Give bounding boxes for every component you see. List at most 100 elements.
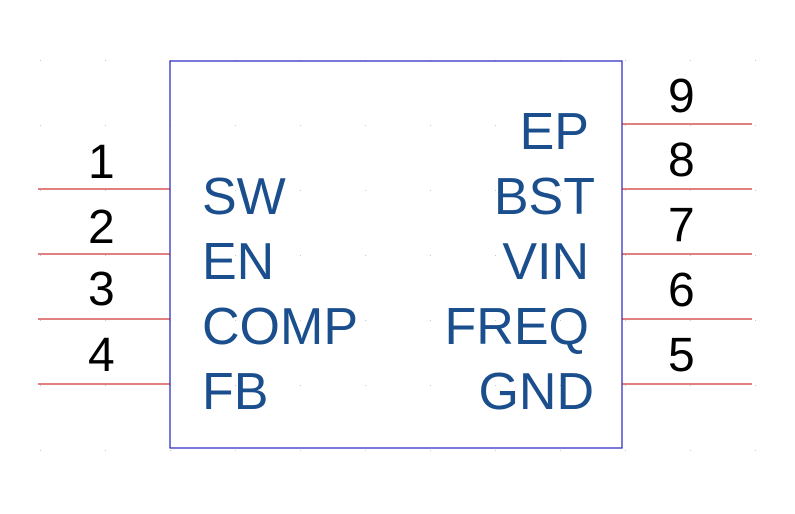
pin-name-bst: BST: [494, 168, 595, 226]
grid-dot: [755, 450, 756, 451]
grid-dot: [40, 385, 41, 386]
grid-dot: [560, 255, 561, 256]
grid-dot: [430, 125, 431, 126]
grid-dot: [170, 450, 171, 451]
grid-dot: [40, 125, 41, 126]
pin-number-2: 2: [88, 201, 115, 254]
grid-dot: [300, 320, 301, 321]
grid-dot: [235, 450, 236, 451]
grid-dot: [690, 190, 691, 191]
pin-number-7: 7: [668, 199, 695, 252]
grid-dot: [365, 320, 366, 321]
grid-dot: [300, 190, 301, 191]
grid-dot: [105, 450, 106, 451]
right-pin-6: 6 FREQ: [445, 264, 752, 356]
grid-dot: [300, 450, 301, 451]
grid-dot: [755, 190, 756, 191]
grid-dot: [755, 320, 756, 321]
left-pin-1: 1 SW: [38, 136, 286, 226]
pin-name-fb: FB: [202, 363, 268, 421]
grid-dot: [430, 320, 431, 321]
pin-name-gnd: GND: [478, 363, 594, 421]
grid-dot: [300, 125, 301, 126]
grid-dot: [40, 255, 41, 256]
grid-dot: [105, 125, 106, 126]
grid-dot: [365, 385, 366, 386]
pin-name-freq: FREQ: [445, 298, 589, 356]
grid-dot: [690, 385, 691, 386]
grid-dot: [365, 190, 366, 191]
grid-dot: [235, 320, 236, 321]
grid-dot: [105, 60, 106, 61]
grid-dot: [690, 255, 691, 256]
grid-dot: [235, 190, 236, 191]
grid-dot: [560, 320, 561, 321]
left-pin-3: 3 COMP: [38, 263, 358, 356]
pin-number-5: 5: [668, 329, 695, 382]
pin-name-vin: VIN: [502, 233, 589, 291]
left-pin-4: 4 FB: [38, 329, 268, 421]
grid-dot: [105, 320, 106, 321]
grid-dot: [560, 450, 561, 451]
right-pins: 9 EP 8 BST 7 VIN 6 FREQ 5 GND: [445, 70, 752, 421]
grid-dot: [755, 125, 756, 126]
grid-dot: [430, 190, 431, 191]
grid-dot: [495, 125, 496, 126]
grid-dot: [495, 450, 496, 451]
grid-dot: [755, 60, 756, 61]
grid-dot: [625, 255, 626, 256]
pin-number-6: 6: [668, 264, 695, 317]
grid-dot: [365, 125, 366, 126]
grid-dot: [365, 450, 366, 451]
grid-dot: [40, 60, 41, 61]
grid-dot: [495, 320, 496, 321]
grid-dot: [300, 255, 301, 256]
grid-dot: [40, 190, 41, 191]
grid-dot: [40, 450, 41, 451]
left-pins: 1 SW 2 EN 3 COMP 4 FB: [38, 136, 358, 421]
right-pin-8: 8 BST: [494, 134, 752, 226]
grid-dot: [105, 255, 106, 256]
grid-dots: [40, 60, 756, 451]
grid-dot: [755, 255, 756, 256]
right-pin-9: 9 EP: [520, 70, 752, 161]
grid-dot: [755, 385, 756, 386]
grid-dot: [625, 190, 626, 191]
grid-dot: [690, 450, 691, 451]
grid-dot: [495, 255, 496, 256]
grid-dot: [235, 125, 236, 126]
grid-dot: [690, 125, 691, 126]
right-pin-5: 5 GND: [478, 329, 752, 421]
pin-number-9: 9: [668, 70, 695, 123]
grid-dot: [560, 385, 561, 386]
pin-name-en: EN: [202, 233, 274, 291]
grid-dot: [625, 60, 626, 61]
pin-number-1: 1: [88, 136, 115, 189]
grid-dot: [625, 125, 626, 126]
grid-dot: [105, 190, 106, 191]
grid-dot: [235, 255, 236, 256]
grid-dot: [560, 190, 561, 191]
right-pin-7: 7 VIN: [502, 199, 752, 291]
grid-dot: [690, 60, 691, 61]
left-pin-2: 2 EN: [38, 201, 274, 291]
grid-dot: [40, 320, 41, 321]
grid-dot: [430, 255, 431, 256]
grid-dot: [495, 190, 496, 191]
grid-dot: [430, 385, 431, 386]
grid-dot: [105, 385, 106, 386]
grid-dot: [430, 450, 431, 451]
grid-dot: [625, 450, 626, 451]
grid-dot: [690, 320, 691, 321]
grid-dot: [560, 125, 561, 126]
grid-dot: [365, 255, 366, 256]
pin-number-4: 4: [88, 329, 115, 382]
pin-number-3: 3: [88, 263, 115, 316]
pin-name-sw: SW: [202, 168, 286, 226]
pin-number-8: 8: [668, 134, 695, 187]
grid-dot: [625, 385, 626, 386]
grid-dot: [300, 385, 301, 386]
grid-dot: [625, 320, 626, 321]
pin-name-ep: EP: [520, 103, 589, 161]
grid-dot: [495, 385, 496, 386]
